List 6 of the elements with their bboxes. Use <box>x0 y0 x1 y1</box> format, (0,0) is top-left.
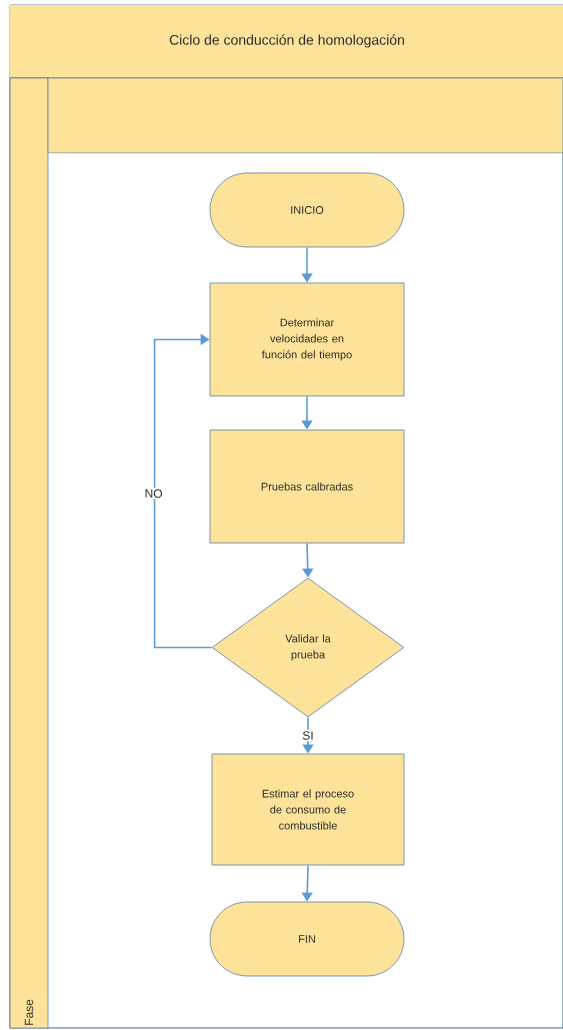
process-box: Estimar el proceso de consumo de combustible <box>211 753 405 866</box>
process-box: Determinar velocidades en función del tiempo <box>209 282 405 397</box>
edge-label: SI <box>300 729 316 742</box>
edge-label: NO <box>143 487 165 500</box>
process-box: Pruebas calbradas <box>209 429 405 544</box>
arrow <box>153 333 213 649</box>
